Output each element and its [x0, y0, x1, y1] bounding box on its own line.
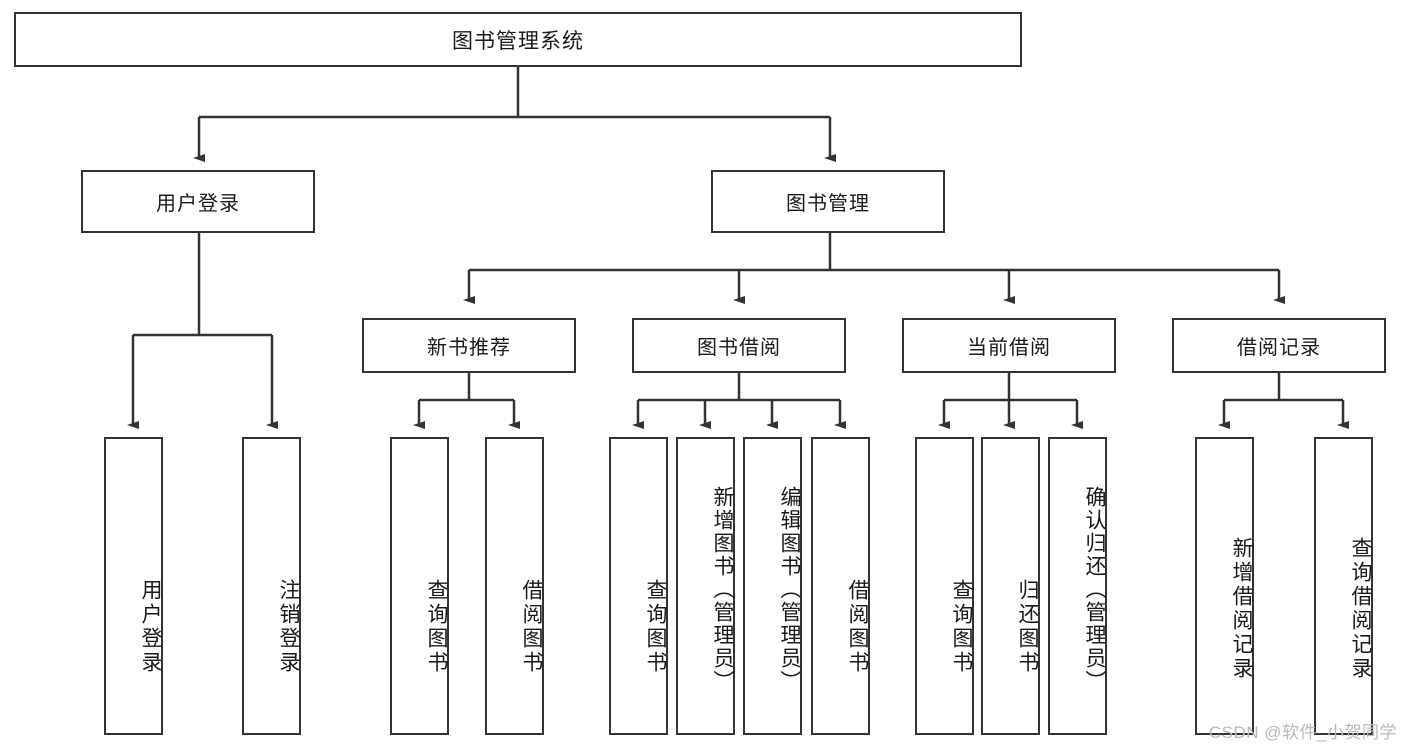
- node-label: 借阅记录: [1237, 337, 1321, 359]
- node-book-borrow[interactable]: 图书借阅: [632, 318, 846, 373]
- leaf-query-book-borrow[interactable]: 查询图书: [609, 437, 668, 735]
- node-label: 图书借阅: [697, 337, 781, 359]
- node-new-book-recommend[interactable]: 新书推荐: [362, 318, 576, 373]
- leaf-label: 查询图书: [644, 579, 667, 675]
- node-label: 图书管理系统: [452, 29, 584, 53]
- leaf-borrow-book-recommend[interactable]: 借阅图书: [485, 437, 544, 735]
- leaf-label: 新增图书（管理员）: [711, 485, 734, 693]
- leaf-label: 借阅图书: [520, 579, 543, 675]
- leaf-query-borrow-record[interactable]: 查询借阅记录: [1314, 437, 1373, 735]
- node-user-login[interactable]: 用户登录: [81, 170, 315, 233]
- leaf-query-book-recommend[interactable]: 查询图书: [390, 437, 449, 735]
- leaf-label: 归还图书: [1016, 579, 1039, 675]
- leaf-user-login[interactable]: 用户登录: [104, 437, 163, 735]
- leaf-label: 确认归还（管理员）: [1083, 485, 1106, 693]
- leaf-add-borrow-record[interactable]: 新增借阅记录: [1195, 437, 1254, 735]
- node-current-borrow[interactable]: 当前借阅: [902, 318, 1116, 373]
- leaf-label: 查询借阅记录: [1349, 537, 1372, 681]
- leaf-query-book-current[interactable]: 查询图书: [915, 437, 974, 735]
- node-label: 新书推荐: [427, 337, 511, 359]
- csdn-watermark: CSDN @软件_小贺同学: [1208, 723, 1397, 742]
- leaf-logout-login[interactable]: 注销登录: [242, 437, 301, 735]
- leaf-edit-book-admin[interactable]: 编辑图书（管理员）: [743, 437, 802, 735]
- leaf-label: 新增借阅记录: [1230, 537, 1253, 681]
- leaf-label: 编辑图书（管理员）: [778, 485, 801, 693]
- leaf-label: 注销登录: [277, 579, 300, 675]
- leaf-label: 用户登录: [139, 579, 162, 675]
- node-label: 用户登录: [156, 193, 240, 215]
- leaf-borrow-book[interactable]: 借阅图书: [811, 437, 870, 735]
- leaf-label: 查询图书: [425, 579, 448, 675]
- node-borrow-record[interactable]: 借阅记录: [1172, 318, 1386, 373]
- leaf-label: 查询图书: [950, 579, 973, 675]
- node-system-title[interactable]: 图书管理系统: [14, 12, 1022, 67]
- node-book-management[interactable]: 图书管理: [711, 170, 945, 233]
- node-label: 当前借阅: [967, 337, 1051, 359]
- node-label: 图书管理: [786, 193, 870, 215]
- leaf-confirm-return-admin[interactable]: 确认归还（管理员）: [1048, 437, 1107, 735]
- leaf-label: 借阅图书: [846, 579, 869, 675]
- leaf-add-book-admin[interactable]: 新增图书（管理员）: [676, 437, 735, 735]
- leaf-return-book[interactable]: 归还图书: [981, 437, 1040, 735]
